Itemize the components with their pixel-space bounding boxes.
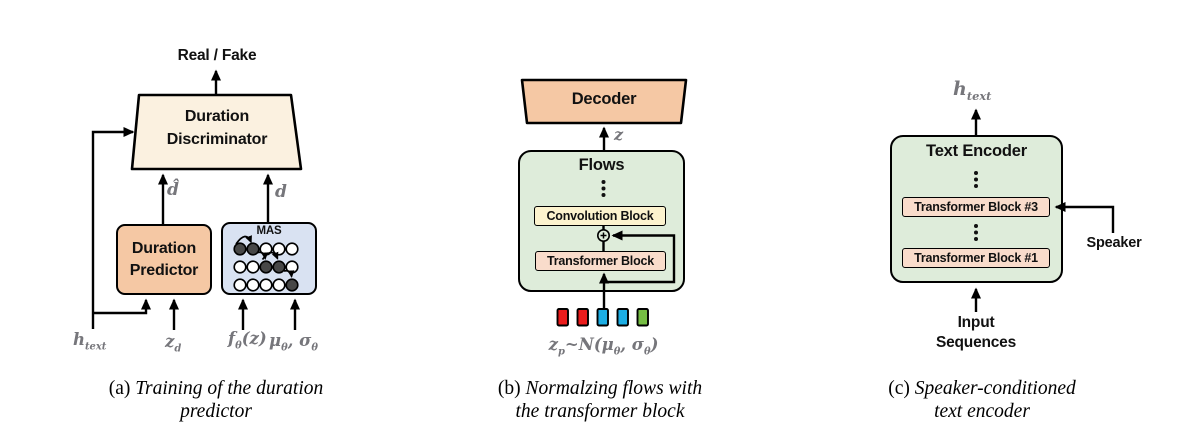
caption-c-text1: Speaker-conditioned xyxy=(914,378,1076,399)
d-hat-label: d̂ xyxy=(167,180,179,200)
caption-a: (a) Training of the duration predictor xyxy=(91,378,341,423)
caption-c: (c) Speaker-conditioned text encoder xyxy=(857,378,1107,423)
duration-discriminator-label: Duration Discriminator xyxy=(166,108,268,148)
caption-c-prefix: (c) xyxy=(888,378,910,399)
mas-label: MAS xyxy=(256,225,282,237)
decoder-trapezoid xyxy=(520,78,688,125)
z-p-label: zp~N(μθ, σθ) xyxy=(548,335,659,358)
caption-a-line1: (a) Training of the duration xyxy=(91,378,341,401)
caption-a-prefix: (a) xyxy=(108,378,131,399)
real-fake-label: Real / Fake xyxy=(177,47,257,64)
input-sequences-label: Input Sequences xyxy=(935,314,1017,351)
transformer-block-box: Transformer Block xyxy=(535,251,666,271)
caption-a-text2: predictor xyxy=(180,400,252,422)
text-encoder-label: Text Encoder xyxy=(926,142,1027,160)
transformer-block-3-box: Transformer Block #3 xyxy=(902,197,1050,217)
caption-a-line2: predictor xyxy=(91,401,341,424)
duration-predictor-box: Duration Predictor xyxy=(116,224,212,295)
d-label: d xyxy=(275,182,287,202)
z-label: z xyxy=(614,125,624,144)
h-text-label-c: htext xyxy=(953,78,992,103)
caption-b-text2: the transformer block xyxy=(515,400,685,422)
h-text-label-a: htext xyxy=(73,330,107,353)
caption-b-line2: the transformer block xyxy=(475,401,725,424)
caption-b-text1: Normalzing flows with xyxy=(525,378,703,399)
z-d-label: zd xyxy=(165,332,182,355)
caption-c-line1: (c) Speaker-conditioned xyxy=(857,378,1107,401)
caption-b-prefix: (b) xyxy=(497,378,521,399)
speaker-label: Speaker xyxy=(1086,235,1142,251)
caption-a-text1: Training of the duration xyxy=(135,378,324,399)
caption-b-line1: (b) Normalzing flows with xyxy=(475,378,725,401)
caption-c-line2: text encoder xyxy=(857,401,1107,424)
decoder-label: Decoder xyxy=(571,90,637,108)
flows-label: Flows xyxy=(578,156,625,174)
duration-discriminator-trapezoid xyxy=(130,93,303,171)
caption-c-text2: text encoder xyxy=(934,400,1030,422)
f-theta-label: fθ(z) xyxy=(228,329,267,352)
transformer-block-1-box: Transformer Block #1 xyxy=(902,248,1050,268)
mu-sigma-label: μθ, σθ xyxy=(269,331,318,354)
convolution-block-box: Convolution Block xyxy=(534,206,666,226)
caption-b: (b) Normalzing flows with the transforme… xyxy=(475,378,725,423)
